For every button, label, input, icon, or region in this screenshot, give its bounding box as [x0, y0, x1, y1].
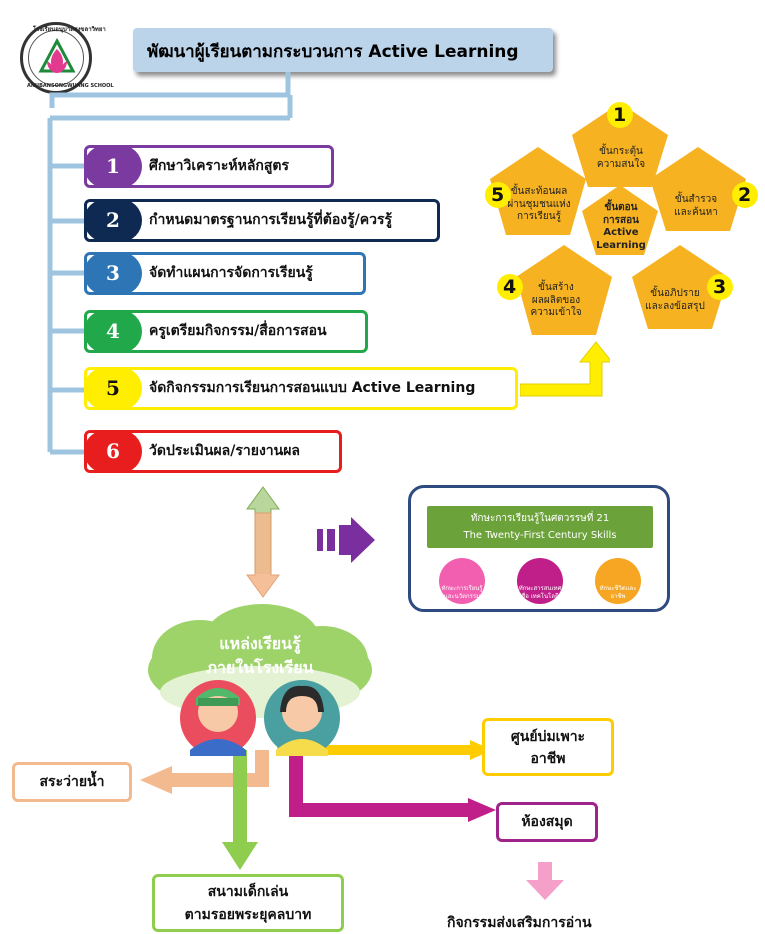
cycle-5-label: ขั้นสะท้อนผล ผ่านชุมชนแห่ง การเรียนรู้ — [507, 186, 571, 222]
step-1-label: ศึกษาวิเคราะห์หลักสูตร — [149, 158, 290, 174]
step-5-number: 5 — [84, 367, 142, 410]
cycle-4-label: ขั้นสร้าง ผลผลิตของ ความเข้าใจ — [530, 282, 582, 318]
step-6: 6 วัดประเมินผล/รายงานผล — [84, 430, 342, 473]
pool-box: สระว่ายน้ำ — [12, 762, 132, 802]
cycle-pentagon-center — [582, 185, 658, 255]
middle-arrows — [246, 486, 375, 598]
cycle-2-label: ขั้นสำรวจ และค้นหา — [674, 194, 718, 218]
skill-life-career: ทักษะชีวิตและอาชีพ — [595, 558, 641, 604]
step-2: 2 กำหนดมาตรฐานการเรียนรู้ที่ต้องรู้/ควรร… — [84, 199, 440, 242]
school-logo: โรงเรียนอนุบาลสงขลาวิทยา ANUBANSONGWUANG… — [20, 22, 114, 94]
skills-title-th: ทักษะการเรียนรู้ในศตวรรษที่ 21 — [470, 513, 610, 524]
cycle-pentagon-4 — [516, 245, 612, 335]
down-arrow-orange — [246, 512, 280, 598]
skill-1-label: ทักษะการเรียนรู้และนวัตกรรม — [441, 585, 483, 600]
cycle-pentagon-5 — [490, 147, 586, 235]
lotus-icon — [38, 37, 76, 73]
career-center-box: ศูนย์บ่มเพาะ อาชีพ — [482, 718, 614, 776]
active-learning-cycle — [485, 102, 758, 335]
girl-avatar — [264, 680, 340, 756]
page-title: พัฒนาผู้เรียนตามกระบวนการ Active Learnin… — [133, 28, 553, 72]
step-4: 4 ครูเตรียมกิจกรรม/สื่อการสอน — [84, 310, 368, 353]
skill-2-label: ทักษะสารสนเทศ สื่อ เทคโนโลยี — [518, 585, 562, 600]
cloud-title-text: แหล่งเรียนรู้ ภายในโรงเรียน — [206, 634, 314, 677]
step-5-label: จัดกิจกรรมการเรียนการสอนแบบ Active Learn… — [149, 380, 476, 396]
boy-avatar — [180, 680, 256, 756]
skills-banner: ทักษะการเรียนรู้ในศตวรรษที่ 21 The Twent… — [427, 506, 653, 548]
cycle-1-number: 1 — [613, 104, 627, 126]
reading-activity-label: กิจกรรมส่งเสริมการอ่าน — [447, 915, 592, 931]
step-3-number: 3 — [84, 252, 142, 295]
yellow-up-arrow — [520, 341, 610, 397]
step-5: 5 จัดกิจกรรมการเรียนการสอนแบบ Active Lea… — [84, 367, 518, 410]
cycle-5-number: 5 — [491, 184, 505, 206]
cycle-pentagon-1 — [572, 103, 668, 187]
skill-learning-innovation: ทักษะการเรียนรู้และนวัตกรรม — [439, 558, 485, 604]
skills-title-en: The Twenty-First Century Skills — [463, 530, 617, 541]
skills-box: ทักษะการเรียนรู้ในศตวรรษที่ 21 The Twent… — [408, 485, 670, 612]
cycle-3-label: ขั้นอภิปราย และลงข้อสรุป — [645, 288, 705, 312]
logo-bottom-text: ANUBANSONGWUANG SCHOOL — [27, 83, 114, 89]
cycle-pentagon-2 — [650, 147, 746, 231]
step-2-number: 2 — [84, 199, 142, 242]
cycle-2-number: 2 — [738, 184, 752, 206]
step-4-label: ครูเตรียมกิจกรรม/สื่อการสอน — [149, 323, 327, 339]
step-6-number: 6 — [84, 430, 142, 473]
step-1: 1 ศึกษาวิเคราะห์หลักสูตร — [84, 145, 334, 188]
step-4-number: 4 — [84, 310, 142, 353]
right-arrow-purple — [339, 517, 375, 563]
cycle-pentagon-3 — [632, 245, 728, 329]
skill-information-media: ทักษะสารสนเทศ สื่อ เทคโนโลยี — [517, 558, 563, 604]
cloud-title: แหล่งเรียนรู้ ภายในโรงเรียน — [200, 632, 320, 680]
cycle-3-number: 3 — [713, 276, 727, 298]
skill-3-label: ทักษะชีวิตและอาชีพ — [599, 585, 637, 600]
logo-emblem — [28, 30, 84, 86]
cycle-4-number: 4 — [503, 276, 517, 298]
library-box: ห้องสมุด — [496, 802, 598, 842]
step-3-label: จัดทำแผนการจัดการเรียนรู้ — [149, 265, 313, 281]
step-2-label: กำหนดมาตรฐานการเรียนรู้ที่ต้องรู้/ควรรู้ — [149, 212, 393, 228]
learning-sources-graphic — [140, 604, 564, 900]
playground-box: สนามเด็กเล่น ตามรอยพระยุคลบาท — [152, 874, 344, 932]
step-6-label: วัดประเมินผล/รายงานผล — [149, 443, 300, 459]
cycle-1-label: ขั้นกระตุ้น ความสนใจ — [596, 146, 646, 170]
cycle-center-label: ขั้นตอน การสอน Active Learning — [596, 202, 646, 251]
step-1-number: 1 — [84, 145, 142, 188]
step-3: 3 จัดทำแผนการจัดการเรียนรู้ — [84, 252, 366, 295]
logo-top-text: โรงเรียนอนุบาลสงขลาวิทยา — [33, 26, 106, 33]
